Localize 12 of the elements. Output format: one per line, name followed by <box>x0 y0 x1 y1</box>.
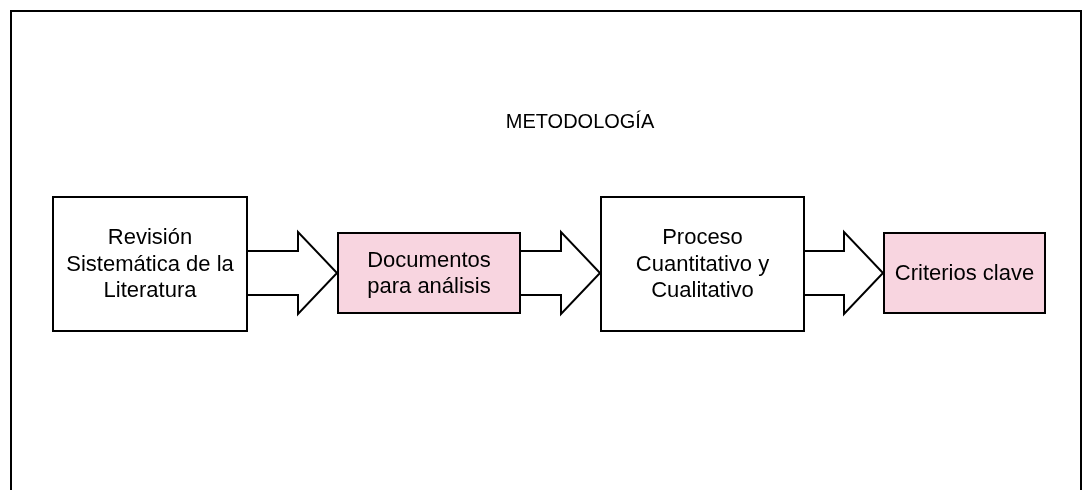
box-label: Documentos para análisis <box>366 246 492 300</box>
process-box <box>337 232 521 314</box>
process-box <box>52 196 248 332</box>
box-label: Revisión Sistemática de la Literatura <box>65 224 235 304</box>
process-box <box>600 196 805 332</box>
diagram-title: METODOLOGÍA <box>505 110 655 132</box>
box-label: Proceso Cuantitativo y Cualitativo <box>634 224 771 304</box>
block-arrow <box>520 229 602 317</box>
block-arrow <box>804 229 885 317</box>
box-label: Criterios clave <box>894 259 1035 287</box>
block-arrow <box>247 229 339 317</box>
process-box <box>883 232 1046 314</box>
